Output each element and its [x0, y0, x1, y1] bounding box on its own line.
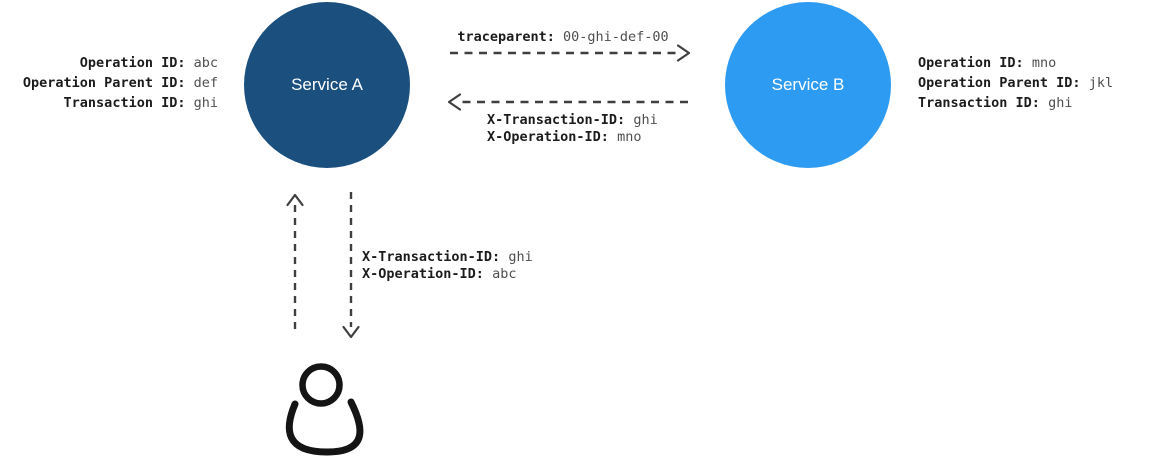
response-headers-label: X-Transaction-ID: ghi X-Operation-ID: mn… — [487, 112, 658, 146]
x-operation-id-line: X-Operation-ID: abc — [362, 266, 533, 283]
service-a-to-user-arrow — [342, 192, 360, 339]
arrowhead-left-icon — [447, 93, 462, 111]
operation-parent-id-line: Operation Parent ID: def — [8, 73, 218, 93]
x-transaction-id-line: X-Transaction-ID: ghi — [487, 112, 658, 129]
traceparent-label: traceparent: — [457, 29, 555, 45]
user-to-service-a-arrow — [286, 193, 304, 333]
x-operation-id-label: X-Operation-ID: — [362, 266, 484, 282]
response-arrow — [447, 93, 688, 111]
arrowhead-down-icon — [342, 325, 360, 339]
x-operation-id-label: X-Operation-ID: — [487, 129, 609, 145]
x-transaction-id-label: X-Transaction-ID: — [362, 249, 501, 265]
x-operation-id-line: X-Operation-ID: mno — [487, 129, 658, 146]
operation-id-label: Operation ID: — [918, 55, 1024, 71]
request-arrow — [450, 44, 691, 62]
traceparent-value: 00-ghi-def-00 — [563, 29, 669, 45]
operation-parent-id-line: Operation Parent ID: jkl — [918, 73, 1113, 93]
operation-parent-id-label: Operation Parent ID: — [22, 75, 186, 91]
traceparent-header-label: traceparent: 00-ghi-def-00 — [445, 29, 681, 45]
transaction-id-line: Transaction ID: ghi — [918, 93, 1113, 113]
person-icon — [285, 363, 364, 456]
service-b-node: Service B — [725, 2, 891, 168]
operation-id-value: mno — [1031, 55, 1057, 71]
arrowhead-right-icon — [676, 44, 691, 62]
x-transaction-id-label: X-Transaction-ID: — [487, 112, 626, 128]
x-transaction-id-value: ghi — [633, 112, 658, 128]
transaction-id-value: ghi — [1048, 95, 1073, 111]
operation-id-line: Operation ID: mno — [918, 53, 1113, 73]
service-a-node: Service A — [244, 2, 410, 168]
arrowhead-up-icon — [286, 193, 304, 207]
x-operation-id-value: abc — [492, 266, 517, 282]
x-transaction-id-line: X-Transaction-ID: ghi — [362, 249, 533, 266]
service-b-context: Operation ID: mno Operation Parent ID: j… — [918, 53, 1113, 113]
transaction-id-label: Transaction ID: — [918, 95, 1040, 111]
service-a-label: Service A — [291, 75, 363, 94]
operation-id-value: abc — [193, 55, 218, 71]
transaction-id-value: ghi — [193, 95, 218, 111]
operation-parent-id-value: jkl — [1088, 75, 1114, 91]
x-operation-id-value: mno — [617, 129, 642, 145]
operation-id-line: Operation ID: abc — [8, 53, 218, 73]
x-transaction-id-value: ghi — [508, 249, 533, 265]
transaction-id-line: Transaction ID: ghi — [8, 93, 218, 113]
service-a-context: Operation ID: abc Operation Parent ID: d… — [8, 53, 218, 113]
transaction-id-label: Transaction ID: — [63, 95, 186, 111]
operation-parent-id-value: def — [193, 75, 218, 91]
user-headers-label: X-Transaction-ID: ghi X-Operation-ID: ab… — [362, 249, 533, 283]
operation-id-label: Operation ID: — [79, 55, 186, 71]
service-b-label: Service B — [771, 75, 845, 94]
operation-parent-id-label: Operation Parent ID: — [918, 75, 1081, 91]
